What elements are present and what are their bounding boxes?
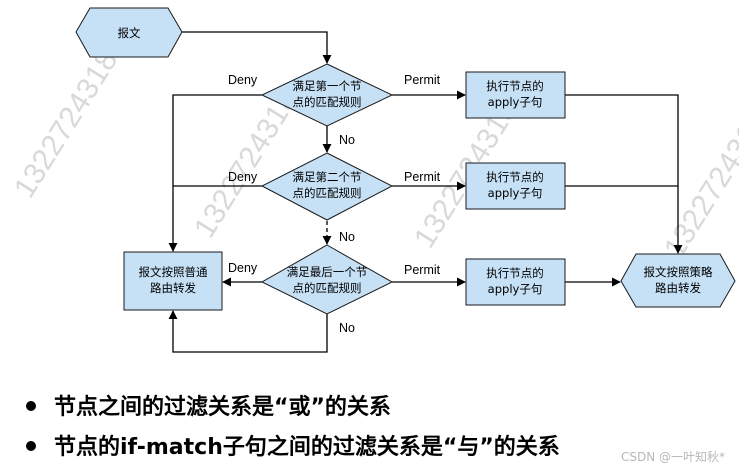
- normal-forward-line2: 路由转发: [150, 281, 196, 295]
- condition-diamond-2: [260, 152, 394, 221]
- condition-node-1: 满足第一个节 点的匹配规则: [260, 63, 394, 127]
- condition-1-line1: 满足第一个节: [293, 79, 362, 93]
- note-or-text: 节点之间的过滤关系是“或”的关系: [54, 395, 391, 420]
- policy-forward-hexagon: [620, 253, 736, 308]
- bullet-dot-icon: [26, 401, 36, 411]
- no-label-3: No: [339, 321, 355, 335]
- apply-box-1: [465, 71, 566, 119]
- watermark-center-left: 1322724318: [188, 85, 304, 244]
- note-and-keyword: if-match: [120, 435, 223, 460]
- note-and-suffix: 子句之间的过滤关系是“与”的关系: [222, 435, 560, 460]
- apply-node-1: 执行节点的 apply子句: [465, 71, 566, 119]
- edge-deny-bus: [168, 94, 262, 252]
- deny-label-1: Deny: [228, 73, 258, 87]
- normal-forward-node: 报文按照普通 路由转发: [123, 251, 223, 311]
- note-and-prefix: 节点的: [54, 435, 121, 460]
- policy-forward-line1: 报文按照策略: [644, 265, 713, 279]
- deny-label-2: Deny: [228, 170, 258, 184]
- note-or-relation: 节点之间的过滤关系是“或”的关系: [26, 388, 726, 428]
- normal-forward-line1: 报文按照普通: [139, 265, 208, 279]
- message-label: 报文: [118, 26, 141, 40]
- note-and-relation: 节点的if-match子句之间的过滤关系是“与”的关系: [26, 428, 726, 468]
- condition-last-line1: 满足最后一个节: [287, 265, 368, 279]
- no-label-2: No: [339, 230, 355, 244]
- condition-node-last: 满足最后一个节 点的匹配规则: [260, 244, 394, 315]
- condition-2-line1: 满足第二个节: [293, 170, 362, 184]
- edge-message-to-cond1: [182, 31, 332, 64]
- deny-label-3: Deny: [228, 261, 258, 275]
- watermark-right: 1322724318: [658, 105, 739, 264]
- bullet-dot-icon: [26, 441, 36, 451]
- apply-1-line1: 执行节点的: [486, 79, 544, 93]
- permit-label-3: Permit: [404, 263, 441, 277]
- source-caption: CSDN @一叶知秋*: [620, 450, 725, 464]
- apply-node-3: 执行节点的 apply子句: [465, 258, 566, 306]
- edges: [168, 31, 683, 353]
- edge-condlast-no-loop: [168, 310, 328, 353]
- edge-labels: Deny Permit No Deny Permit No Deny Permi…: [228, 73, 441, 335]
- condition-diamond-1: [260, 63, 394, 127]
- apply-3-line2: apply子句: [488, 282, 543, 296]
- no-label-1: No: [339, 133, 355, 147]
- apply-box-2: [465, 162, 566, 210]
- watermark-left: 1322724318: [8, 45, 124, 204]
- policy-forward-line2: 路由转发: [655, 281, 701, 295]
- condition-1-line2: 点的匹配规则: [293, 95, 362, 109]
- condition-diamond-last: [260, 244, 394, 315]
- message-hexagon: [75, 7, 183, 58]
- apply-box-3: [465, 258, 566, 306]
- permit-label-2: Permit: [404, 170, 441, 184]
- condition-2-line2: 点的匹配规则: [293, 186, 362, 200]
- message-node: 报文: [75, 7, 183, 58]
- condition-last-line2: 点的匹配规则: [293, 281, 362, 295]
- permit-label-1: Permit: [404, 73, 441, 87]
- apply-2-line1: 执行节点的: [486, 170, 544, 184]
- policy-forward-node: 报文按照策略 路由转发: [620, 253, 736, 308]
- condition-node-2: 满足第二个节 点的匹配规则: [260, 152, 394, 221]
- notes-list: 节点之间的过滤关系是“或”的关系 节点的if-match子句之间的过滤关系是“与…: [26, 388, 726, 468]
- watermark-group: 1322724318 1322724318 1322724318 1322724…: [8, 45, 739, 264]
- apply-node-2: 执行节点的 apply子句: [465, 162, 566, 210]
- apply-3-line1: 执行节点的: [486, 266, 544, 280]
- edge-apply1-to-policy: [565, 94, 683, 254]
- normal-forward-box: [123, 251, 223, 311]
- apply-2-line2: apply子句: [488, 186, 543, 200]
- apply-1-line2: apply子句: [488, 95, 543, 109]
